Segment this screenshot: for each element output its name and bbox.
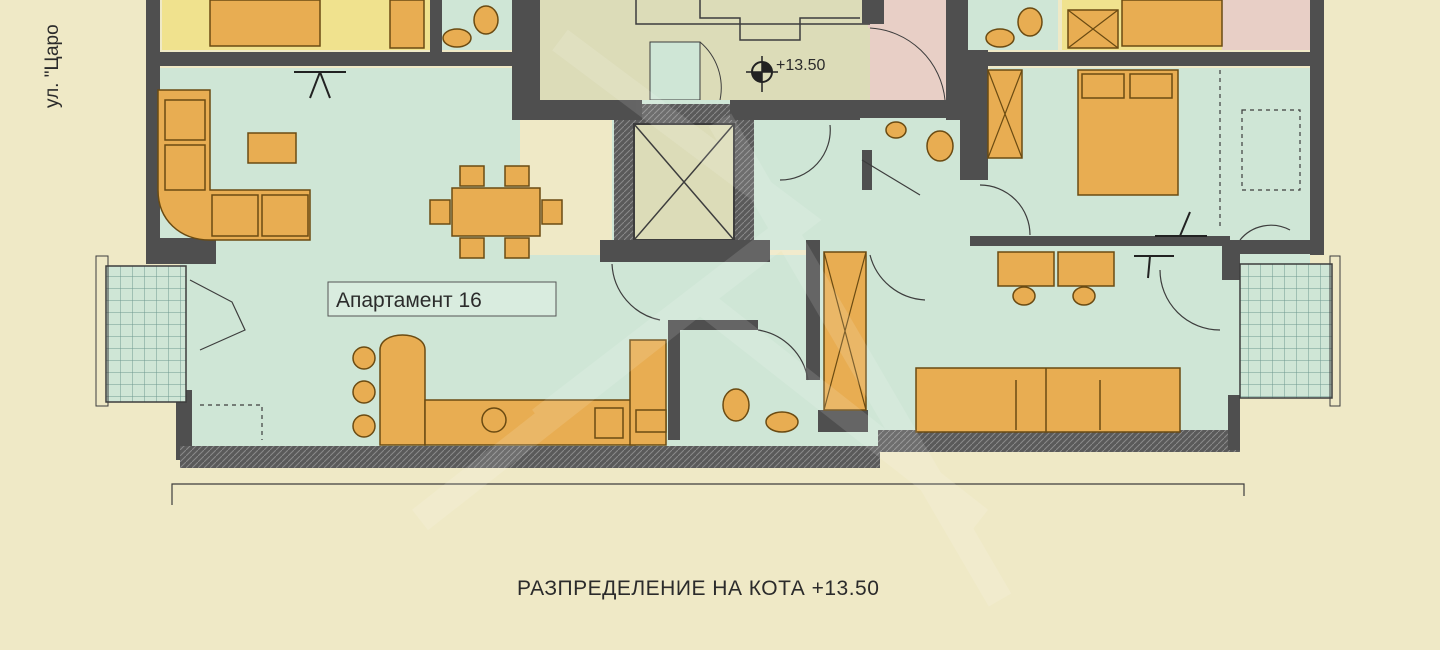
watermark-logo	[411, 29, 1012, 607]
toilet-icon	[1017, 7, 1043, 37]
bed-icon	[1121, 0, 1223, 47]
plan-caption: РАЗПРЕДЕЛЕНИЕ НА КОТА +13.50	[517, 577, 879, 600]
apartment-label-box	[327, 281, 557, 317]
wall-lamp-icon	[294, 71, 1207, 279]
elevator-icon	[614, 104, 754, 262]
furniture	[157, 69, 1181, 446]
toilet-icon	[926, 130, 954, 162]
sink-icon	[442, 28, 472, 48]
wardrobe-marks	[823, 69, 1023, 411]
stair-landing	[540, 0, 946, 101]
walls	[146, 0, 1324, 468]
toilet-icon	[722, 388, 750, 422]
toilet-icon	[473, 5, 499, 35]
apartment-label: Апартамент 16	[336, 289, 482, 312]
stove-icon	[594, 407, 624, 439]
sink-icon	[765, 411, 799, 433]
level-marker-icon	[746, 56, 778, 92]
sofa-icon	[915, 367, 1181, 433]
sink-icon	[985, 28, 1015, 48]
bed-icon	[209, 0, 321, 47]
door-swings	[189, 70, 1301, 440]
balcony-icon	[95, 255, 1341, 407]
street-label: ул. "Царо	[42, 24, 63, 108]
coffee-table	[247, 132, 297, 164]
dimension-line	[171, 483, 1245, 505]
level-mark-label: +13.50	[776, 57, 825, 74]
sink-icon	[481, 407, 507, 433]
bar-counter	[379, 334, 426, 446]
sofa-icon	[157, 89, 311, 241]
dining-table-icon	[451, 187, 541, 237]
